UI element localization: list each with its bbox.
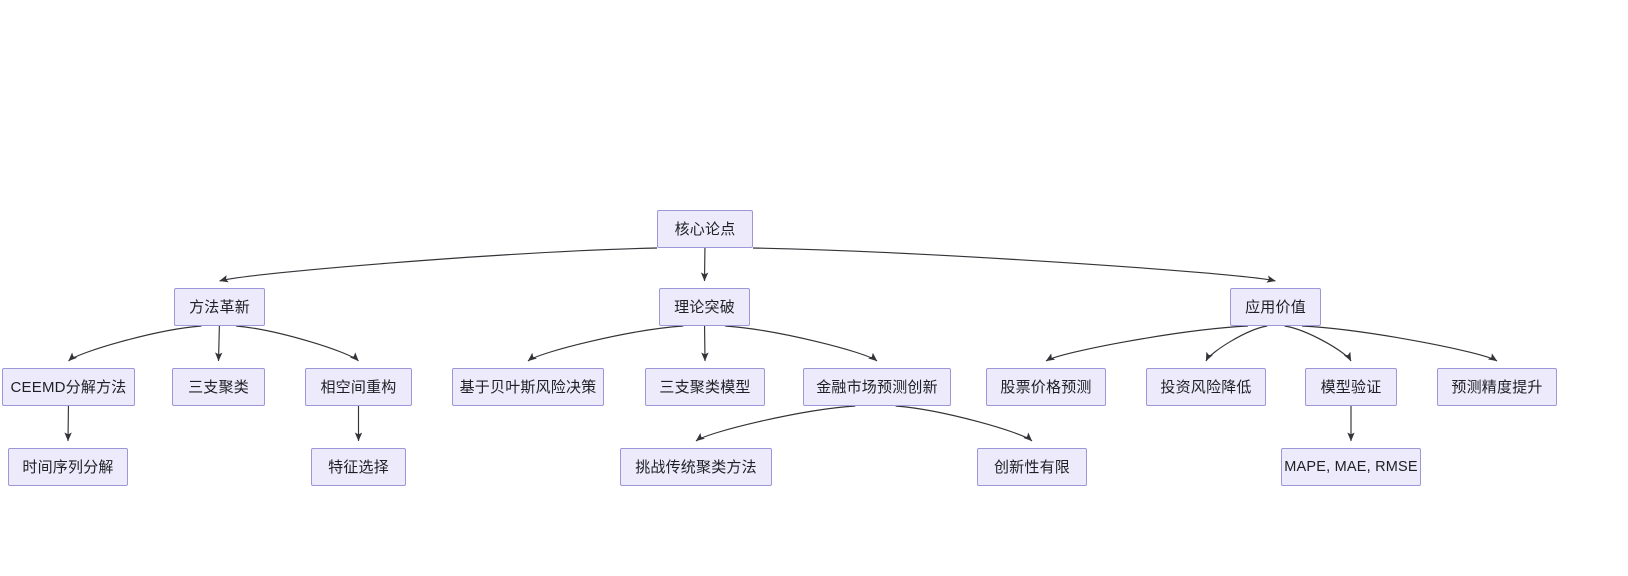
node-l2b2[interactable]: 三支聚类模型	[645, 368, 765, 406]
node-l2b3[interactable]: 金融市场预测创新	[803, 368, 951, 406]
edge-l1c-to-l2c3	[1284, 325, 1352, 362]
node-label: 特征选择	[328, 458, 389, 476]
edge-l1c-to-l2c2	[1205, 325, 1268, 362]
node-label: 股票价格预测	[1000, 378, 1092, 396]
edge-l1a-to-l2a2	[215, 325, 223, 362]
node-label: 预测精度提升	[1451, 378, 1543, 396]
node-l3c3[interactable]: MAPE, MAE, RMSE	[1281, 448, 1421, 486]
node-l2b1[interactable]: 基于贝叶斯风险决策	[452, 368, 604, 406]
node-l1b[interactable]: 理论突破	[659, 288, 750, 326]
node-label: MAPE, MAE, RMSE	[1284, 458, 1418, 475]
node-l3b3a[interactable]: 挑战传统聚类方法	[620, 448, 772, 486]
node-label: 三支聚类	[188, 378, 249, 396]
node-label: 三支聚类模型	[659, 378, 751, 396]
node-l3a3[interactable]: 特征选择	[311, 448, 406, 486]
edge-root-to-l1a	[219, 247, 658, 283]
node-label: 相空间重构	[320, 378, 397, 396]
edge-paths	[64, 247, 1498, 442]
node-l2c2[interactable]: 投资风险降低	[1146, 368, 1266, 406]
node-l1a[interactable]: 方法革新	[174, 288, 265, 326]
node-label: 创新性有限	[993, 458, 1070, 476]
node-label: 投资风险降低	[1160, 378, 1252, 396]
node-l2c4[interactable]: 预测精度提升	[1437, 368, 1557, 406]
node-label: CEEMD分解方法	[10, 378, 127, 396]
node-l2c1[interactable]: 股票价格预测	[986, 368, 1106, 406]
node-l3b3b[interactable]: 创新性有限	[977, 448, 1087, 486]
node-label: 金融市场预测创新	[816, 378, 938, 396]
node-l1c[interactable]: 应用价值	[1230, 288, 1321, 326]
node-l2a1[interactable]: CEEMD分解方法	[2, 368, 135, 406]
node-l3a1[interactable]: 时间序列分解	[8, 448, 128, 486]
node-label: 模型验证	[1320, 378, 1382, 396]
edge-l1c-to-l2c1	[1045, 325, 1248, 362]
node-label: 挑战传统聚类方法	[635, 458, 757, 476]
edge-l2b3-to-l3b3a	[695, 405, 856, 442]
edge-root-to-l1c	[752, 247, 1276, 283]
node-l2a2[interactable]: 三支聚类	[172, 368, 265, 406]
node-root[interactable]: 核心论点	[657, 210, 753, 248]
edge-l1b-to-l2b3	[725, 325, 878, 362]
node-label: 时间序列分解	[22, 458, 114, 476]
edge-l1a-to-l2a3	[236, 325, 359, 362]
node-label: 基于贝叶斯风险决策	[459, 378, 597, 396]
edge-l1a-to-l2a1	[68, 325, 202, 362]
node-label: 核心论点	[674, 220, 736, 238]
edge-l1c-to-l2c4	[1302, 325, 1498, 362]
edge-l1b-to-l2b1	[527, 325, 684, 362]
node-label: 方法革新	[189, 298, 250, 316]
node-l2c3[interactable]: 模型验证	[1305, 368, 1397, 406]
node-l2a3[interactable]: 相空间重构	[305, 368, 412, 406]
edge-l2b3-to-l3b3b	[895, 405, 1033, 442]
node-label: 应用价值	[1245, 298, 1306, 316]
node-label: 理论突破	[674, 298, 735, 316]
